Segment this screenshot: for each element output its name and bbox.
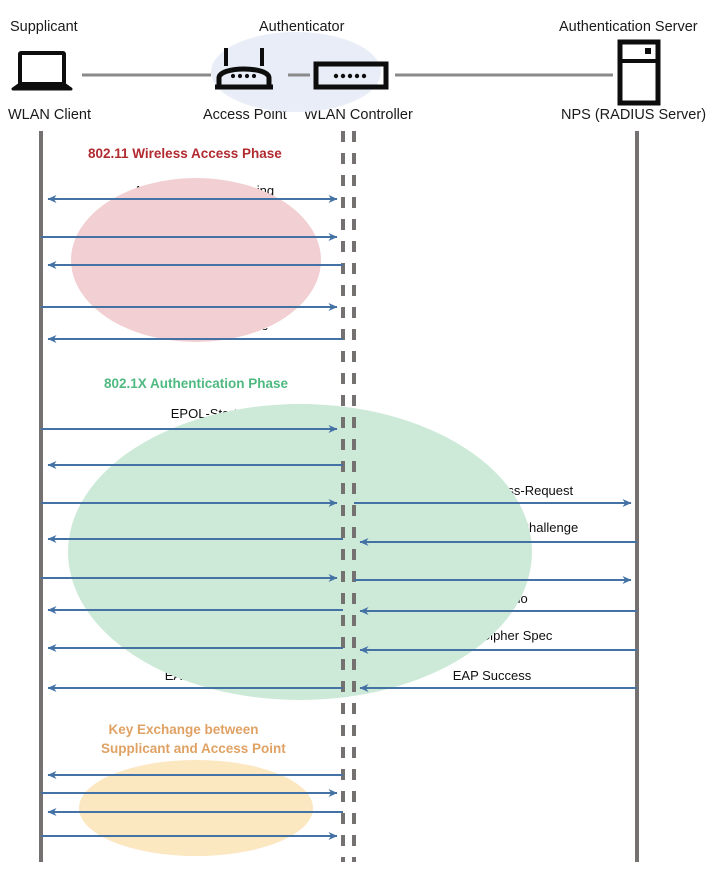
laptop-icon <box>11 51 73 91</box>
node-label-wlan-controller: WLAN Controller <box>304 107 413 123</box>
node-label-access-point: Access Point <box>203 107 287 123</box>
phase-ellipse-80211 <box>71 178 321 342</box>
phase-ellipse-8021x <box>68 404 532 700</box>
role-title-authenticator: Authenticator <box>259 19 345 35</box>
phase-label-80211: 802.11 Wireless Access Phase <box>88 146 282 161</box>
msg-label-radius: EAP Success <box>452 668 532 683</box>
phase-label-8021x: 802.1X Authentication Phase <box>104 376 289 391</box>
role-title-auth-server: Authentication Server <box>559 19 698 35</box>
phase-ellipse-key-exchange <box>79 760 313 856</box>
phase-label-key-exchange-line2: Supplicant and Access Point <box>101 741 286 756</box>
access-point-icon <box>215 48 273 90</box>
authenticator-group-ellipse <box>211 32 381 112</box>
server-icon <box>617 39 661 106</box>
node-label-nps-radius-server: NPS (RADIUS Server) <box>561 107 707 123</box>
wlan-controller-icon <box>313 61 389 90</box>
role-title-supplicant: Supplicant <box>10 19 78 35</box>
node-label-wlan-client: WLAN Client <box>8 107 91 123</box>
phase-label-key-exchange-line1: Key Exchange between <box>108 722 259 737</box>
